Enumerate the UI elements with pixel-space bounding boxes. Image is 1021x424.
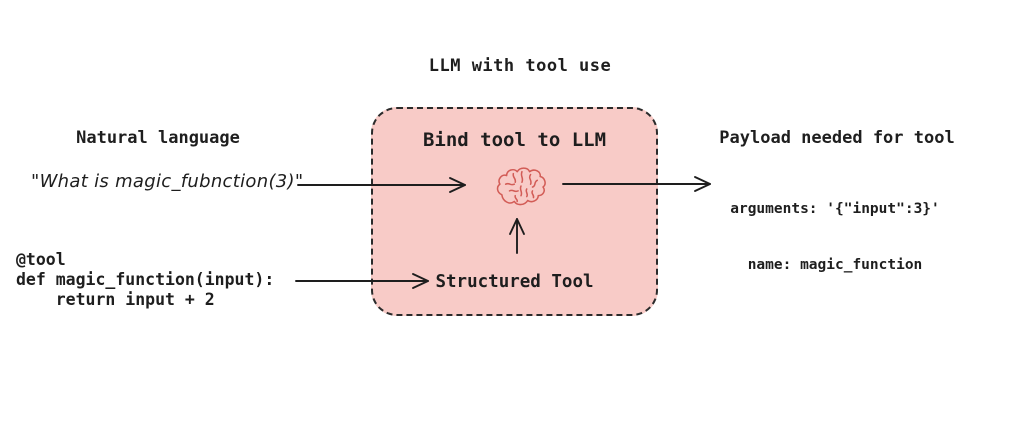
- bind-box-title: Bind tool to LLM: [422, 129, 607, 151]
- bind-tool-box: Bind tool to LLM Structured Tool: [371, 107, 658, 316]
- payload-name-line: name: magic_function: [747, 256, 923, 273]
- tool-code-snippet: @tool def magic_function(input): return …: [16, 250, 275, 309]
- payload-text: arguments: '{"input":3}' name: magic_fun…: [730, 163, 940, 311]
- payload-arguments-line: arguments: '{"input":3}': [730, 201, 940, 217]
- natural-language-label: Natural language: [76, 128, 240, 148]
- brain-icon: [496, 167, 546, 206]
- natural-language-quote: "What is magic_fubnction(3)": [31, 171, 304, 192]
- payload-label: Payload needed for tool: [719, 128, 955, 148]
- structured-tool-label: Structured Tool: [435, 272, 594, 292]
- diagram-title: LLM with tool use: [428, 56, 612, 76]
